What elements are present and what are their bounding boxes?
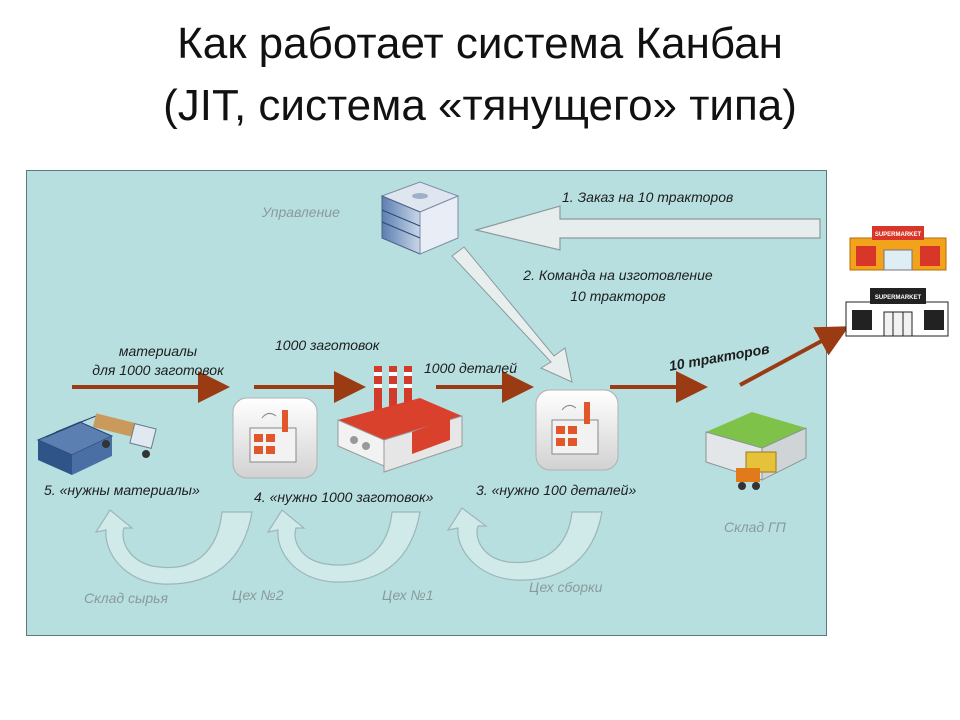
shop1-label: Цех №1 — [382, 587, 434, 603]
finished-warehouse-icon — [705, 412, 807, 490]
delivery-flow-arrow — [739, 326, 850, 387]
need-materials-label: 5. «нужны материалы» — [44, 482, 200, 498]
finished-warehouse-label: Склад ГП — [724, 519, 786, 535]
raw-warehouse-icon — [36, 415, 114, 475]
command-arrow — [451, 246, 573, 383]
management-building-icon — [380, 181, 460, 255]
details-label: 1000 деталей — [424, 360, 518, 376]
command-label-line2: 10 тракторов — [570, 288, 666, 304]
page-title: Как работает система Канбан — [177, 19, 783, 68]
order-label: 1. Заказ на 10 тракторов — [562, 189, 734, 205]
supermarket-sign-bw: SUPERMARKET — [875, 295, 922, 301]
shop2-tile-icon — [232, 397, 318, 479]
page-subtitle: (JIT, система «тянущего» типа) — [163, 81, 797, 130]
assembly-label: Цех сборки — [529, 579, 603, 595]
shop2-label: Цех №2 — [232, 587, 284, 603]
supermarket-color-icon — [849, 226, 947, 271]
kanban-return-arrow-2 — [266, 509, 421, 583]
materials-label-line2: для 1000 заготовок — [92, 362, 224, 378]
raw-warehouse-label: Склад сырья — [84, 590, 168, 606]
blanks-label: 1000 заготовок — [275, 337, 380, 353]
order-arrow — [473, 205, 821, 251]
shop1-factory-icon — [337, 366, 463, 473]
tractors-flow-label: 10 тракторов — [668, 340, 771, 374]
need-blanks-label: 4. «нужно 1000 заготовок» — [254, 489, 434, 505]
truck-icon — [92, 413, 157, 458]
materials-label-line1: материалы — [118, 343, 198, 359]
need-details-label: 3. «нужно 100 деталей» — [476, 482, 637, 498]
assembly-tile-icon — [535, 389, 619, 471]
kanban-return-arrow-3 — [446, 507, 603, 581]
supermarket-bw-icon — [845, 288, 949, 337]
management-label: Управление — [262, 204, 340, 220]
command-label-line1: 2. Команда на изготовление — [523, 267, 713, 283]
kanban-return-arrow-1 — [94, 509, 253, 585]
supermarket-sign-color: SUPERMARKET — [875, 232, 922, 238]
